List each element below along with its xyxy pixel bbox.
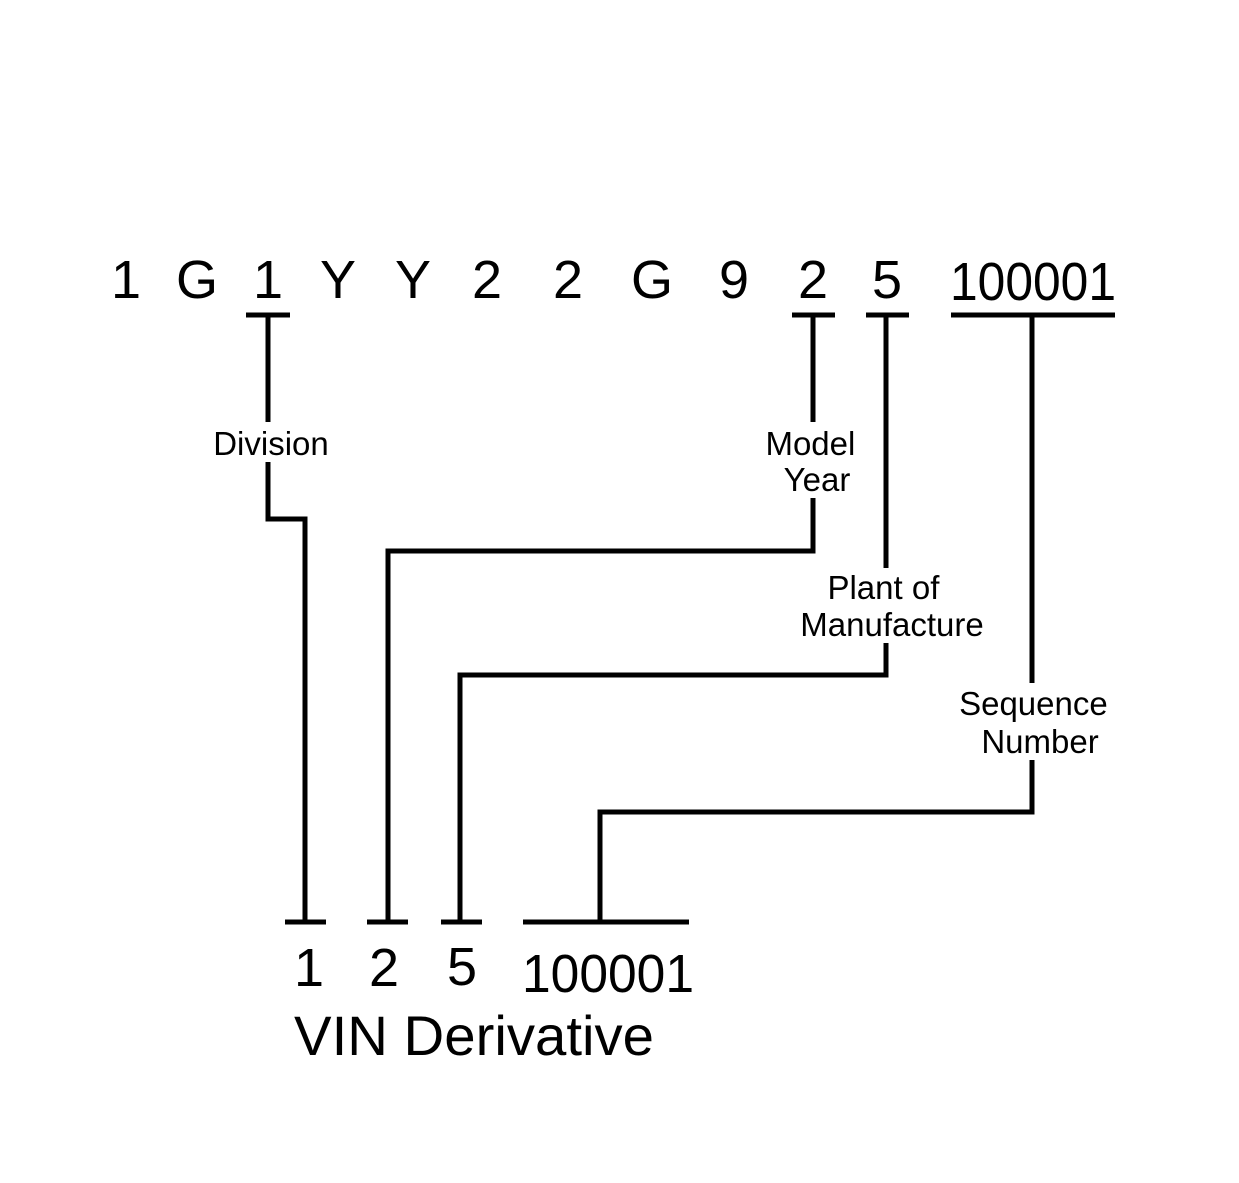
sequence-number-label: Sequence Number: [959, 685, 1117, 760]
vin-char-5: Y: [395, 250, 431, 310]
plant-label-line-1: Plant of: [827, 569, 940, 606]
vin-derivative-title: VIN Derivative: [294, 1004, 654, 1067]
vin-char-7: 2: [553, 250, 583, 310]
vin-char-2: G: [176, 250, 218, 310]
derivative-sequence-number: 100001: [522, 944, 694, 1004]
plant-of-manufacture-label: Plant of Manufacture: [800, 569, 983, 643]
sequence-label-line-1: Sequence: [959, 685, 1108, 722]
vin-char-6: 2: [472, 250, 502, 310]
derivative-char-division: 1: [294, 938, 324, 998]
model-year-connector-bottom: [385, 498, 816, 922]
vin-char-3-division: 1: [253, 250, 283, 310]
vin-char-1: 1: [111, 250, 141, 310]
sequence-connector-bottom: [597, 760, 1035, 922]
derivative-char-model-year: 2: [369, 938, 399, 998]
division-connector-bottom: [265, 462, 308, 922]
vin-char-8: G: [631, 250, 673, 310]
plant-label-line-2: Manufacture: [800, 606, 983, 643]
connector-lines: [265, 315, 1035, 922]
vin-char-4: Y: [320, 250, 356, 310]
plant-connector-bottom: [457, 643, 889, 922]
vin-char-11-plant: 5: [872, 250, 902, 310]
derivative-row: 1 2 5 100001 VIN Derivative: [294, 937, 694, 1067]
model-year-label-line-2: Year: [784, 461, 851, 498]
sequence-label-line-2: Number: [981, 723, 1098, 760]
vin-sequence-number: 100001: [950, 252, 1116, 312]
vin-char-10-model-year: 2: [798, 250, 828, 310]
vin-row: 1 G 1 Y Y 2 2 G 9 2 5 100001: [111, 250, 1116, 312]
vin-char-9: 9: [719, 250, 749, 310]
labels: Division Model Year Plant of Manufacture…: [213, 425, 1117, 760]
model-year-label-line-1: Model: [765, 425, 855, 462]
derivative-char-plant: 5: [447, 937, 477, 997]
model-year-label: Model Year: [765, 425, 864, 498]
division-label: Division: [213, 425, 329, 462]
